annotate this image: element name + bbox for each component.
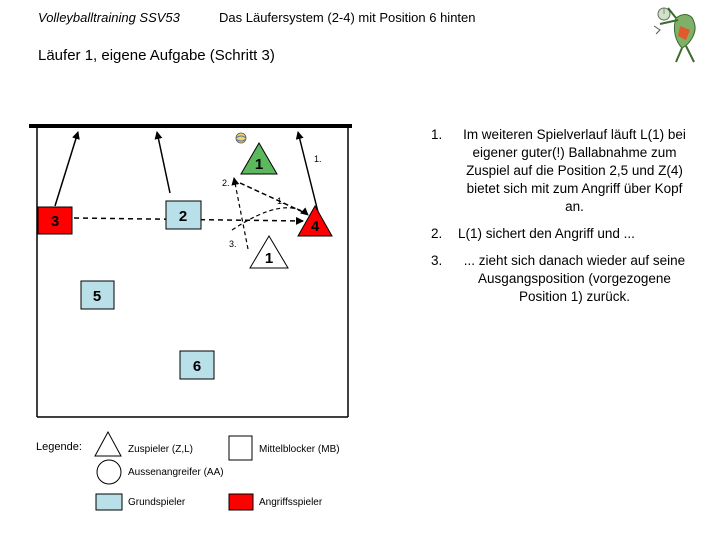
- legend-aussenangreifer-label: Aussenangreifer (AA): [128, 467, 224, 478]
- arrow-3-4-dashed: [73, 216, 304, 225]
- note-2-text: L(1) sichert den Angriff und ...: [458, 226, 635, 241]
- note-3: 3. ... zieht sich danach wieder auf sein…: [431, 252, 691, 306]
- player-2: 2: [165, 200, 202, 230]
- note-1-text: Im weiteren Spielverlauf läuft L(1) bei …: [463, 127, 686, 214]
- legend-grundspieler-label: Grundspieler: [128, 497, 186, 508]
- legend-mittelblocker-square: [228, 435, 253, 461]
- legend-zuspieler-label: Zuspieler (Z,L): [128, 444, 194, 455]
- note-2-number: 2.: [431, 226, 443, 241]
- note-3-number: 3.: [431, 253, 443, 268]
- note-2: 2. L(1) sichert den Angriff und ...: [431, 225, 691, 243]
- legend-grundspieler-swatch: [95, 493, 123, 511]
- legend-angriffsspieler-label: Angriffsspieler: [259, 497, 323, 508]
- player-3: 3: [37, 206, 73, 235]
- player-1-top-label: 1: [255, 156, 263, 173]
- legend-aussenangreifer-circle: [96, 459, 122, 485]
- ball-icon: [235, 132, 247, 144]
- legend-mittelblocker-label: Mittelblocker (MB): [259, 444, 340, 455]
- player-6-label: 6: [193, 358, 201, 375]
- arrow-4-up: [295, 131, 319, 213]
- page-title: Das Läufersystem (2-4) mit Position 6 hi…: [219, 10, 476, 25]
- player-1-top: 1: [240, 142, 278, 175]
- note-1-number: 1.: [431, 127, 443, 142]
- player-5-label: 5: [93, 288, 101, 305]
- step-label-1-mid: 1.: [277, 196, 285, 206]
- arrow-1-step3: [231, 177, 249, 250]
- player-6: 6: [179, 350, 215, 380]
- player-4-label: 4: [311, 218, 320, 235]
- header-left-text: Volleyballtraining SSV53: [38, 10, 180, 25]
- player-5: 5: [80, 280, 115, 310]
- legend-angriffsspieler-swatch: [228, 493, 254, 511]
- step-label-3: 3.: [229, 239, 237, 249]
- arrow-1-step1: [231, 207, 309, 231]
- player-1-bottom-label: 1: [265, 250, 273, 267]
- legend-title: Legende:: [36, 441, 82, 453]
- player-2-label: 2: [179, 208, 187, 225]
- player-3-label: 3: [51, 213, 59, 230]
- player-1-bottom: 1: [249, 235, 289, 269]
- volleyball-player-logo: [653, 7, 696, 63]
- note-3-text: ... zieht sich danach wieder auf seine A…: [463, 253, 686, 304]
- step-label-1-top: 1.: [314, 154, 322, 164]
- arrow-1-to-4: [239, 182, 304, 213]
- legend-zuspieler-triangle: [94, 430, 122, 457]
- player-4: 4: [297, 204, 333, 237]
- arrow-3-up: [54, 131, 80, 207]
- step-label-2: 2.: [222, 178, 230, 188]
- arrow-2-up: [154, 131, 171, 194]
- explanation-notes: 1. Im weiteren Spielverlauf läuft L(1) b…: [431, 126, 691, 315]
- slide-subtitle: Läufer 1, eigene Aufgabe (Schritt 3): [38, 47, 275, 64]
- note-1: 1. Im weiteren Spielverlauf läuft L(1) b…: [431, 126, 691, 216]
